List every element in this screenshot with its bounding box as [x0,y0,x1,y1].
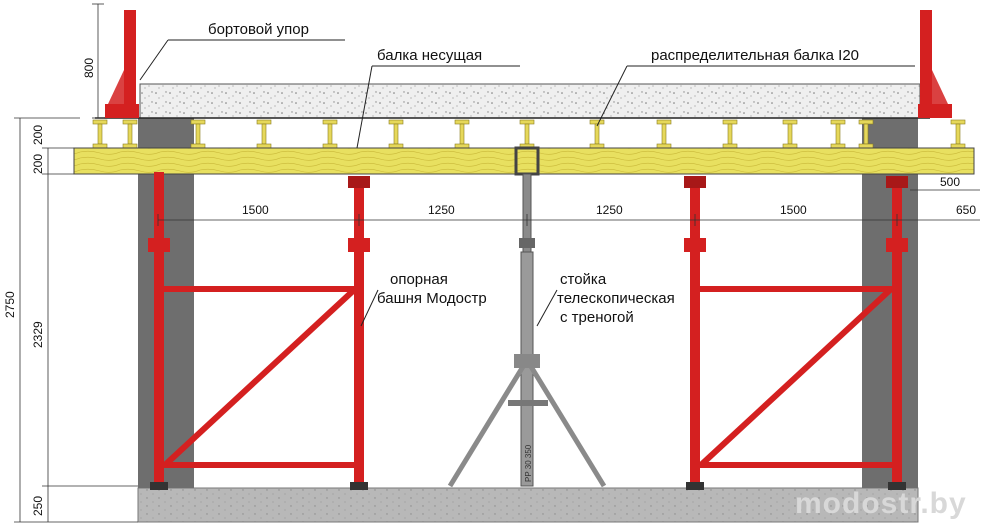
telescopic-prop [447,146,607,488]
label-prop-line2: телескопическая [557,290,675,307]
label-tower-line2: башня Модостр [377,290,487,307]
main-timber-beam [73,147,975,175]
i-beam-profile [122,119,138,149]
i-beam-profile [830,119,846,149]
i-beam-profile [322,119,338,149]
dim-overhang-bottom: 650 [956,203,976,217]
dim-span-right: 1500 [780,203,807,217]
i-beam-profile [388,119,404,149]
label-board-stop: бортовой упор [208,21,309,38]
label-distribution-beam: распределительная балка I20 [651,47,859,64]
dim-stop-height: 800 [82,58,96,78]
dim-slab-bottom: 250 [31,496,45,516]
i-beam-profile [722,119,738,149]
concrete-slab [139,83,921,119]
dim-overhang-top: 500 [940,175,960,189]
tower-right [684,176,908,490]
leader-lines [139,39,915,327]
tower-left [148,172,370,490]
distribution-beams [92,119,966,149]
board-stop-left [105,10,139,118]
dimension-lines [14,3,980,523]
label-prop-line3: с треногой [560,309,634,326]
watermark: modostr.by [795,487,967,520]
left-wall [138,118,194,488]
i-beam-profile [589,119,605,149]
floor-slab [137,487,919,523]
prop-marking: PP 30 350 [524,444,533,482]
dim-200-top: 200 [31,125,45,145]
i-beam-profile [782,119,798,149]
dim-total-height: 2750 [3,291,17,318]
i-beam-profile [519,119,535,149]
dim-clear-height: 2329 [31,321,45,348]
i-beam-profile [950,119,966,149]
dim-200-bottom: 200 [31,154,45,174]
i-beam-profile [256,119,272,149]
dim-span-mid-left: 1250 [428,203,455,217]
label-main-beam: балка несущая [377,47,482,64]
i-beam-profile [92,119,108,149]
dim-span-mid-right: 1250 [596,203,623,217]
i-beam-profile [656,119,672,149]
board-stop-right [918,10,952,118]
i-beam-profile [454,119,470,149]
label-prop-line1: стойка [560,271,607,288]
label-tower-line1: опорная [390,271,448,288]
dim-span-left: 1500 [242,203,269,217]
